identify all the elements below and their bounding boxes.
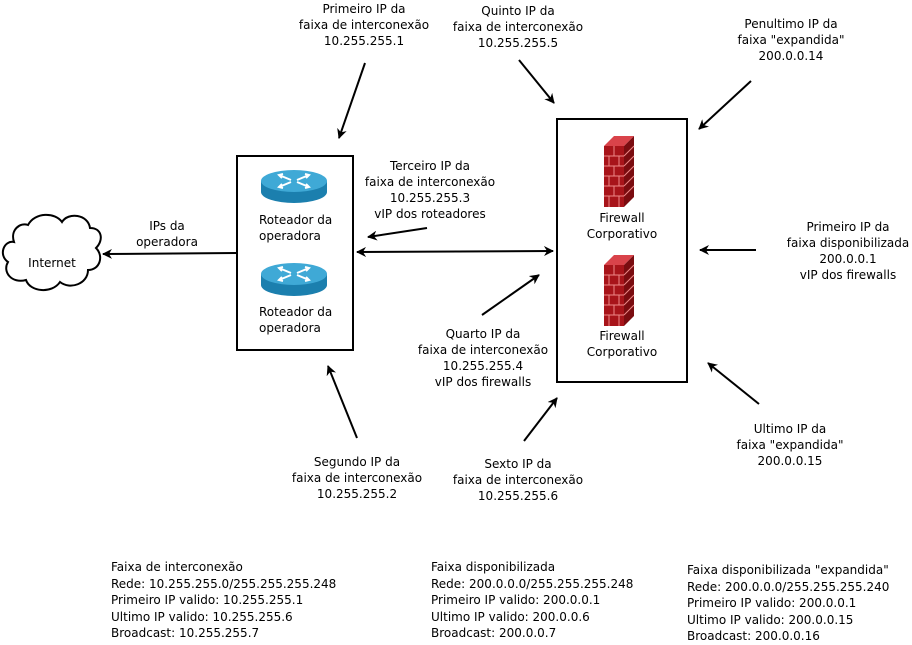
- arrow-primeiro-interconexao: [337, 62, 366, 139]
- annotation-penultimo-expandida: Penultimo IP da faixa "expandida" 200.0.…: [737, 17, 845, 63]
- firewall-label: Firewall Corporativo: [586, 211, 658, 241]
- annotation-segundo-interconexao: Segundo IP da faixa de interconexão 10.2…: [291, 455, 423, 501]
- router-label: Roteador da operadora: [259, 305, 333, 335]
- link-routers-to-internet: [102, 248, 238, 259]
- firewall-label: Firewall Corporativo: [586, 329, 658, 359]
- range-summary-disponibilizada: Faixa disponibilizada Rede: 200.0.0.0/25…: [431, 560, 634, 640]
- arrow-sexto-interconexao: [523, 397, 558, 442]
- annotation-quarto-interconexao: Quarto IP da faixa de interconexão 10.25…: [417, 327, 549, 389]
- annotation-quinto-interconexao: Quinto IP da faixa de interconexão 10.25…: [452, 4, 584, 50]
- router-icon: [261, 263, 327, 296]
- arrow-quinto-interconexao: [518, 59, 555, 104]
- arrow-terceiro-interconexao: [367, 227, 428, 241]
- router-icon: [261, 170, 327, 203]
- range-summary-interconexao: Faixa de interconexão Rede: 10.255.255.0…: [111, 560, 337, 640]
- firewall-icon: [604, 255, 635, 326]
- annotation-primeiro-interconexao: Primeiro IP da faixa de interconexão 10.…: [298, 2, 430, 48]
- arrow-segundo-interconexao: [326, 365, 358, 439]
- internet-link-label: IPs da operadora: [136, 219, 198, 249]
- firewall-icon: [604, 136, 635, 207]
- router-label: Roteador da operadora: [259, 213, 333, 243]
- arrow-penultimo-expandida: [698, 80, 752, 130]
- annotation-terceiro-interconexao: Terceiro IP da faixa de interconexão 10.…: [364, 159, 496, 221]
- arrow-quarto-interconexao: [481, 274, 540, 316]
- link-routers-firewalls: [356, 246, 554, 257]
- internet-cloud-icon: [1, 213, 102, 291]
- annotation-ultimo-expandida: Ultimo IP da faixa "expandida" 200.0.0.1…: [736, 422, 844, 468]
- internet-label: Internet: [28, 256, 76, 270]
- annotation-primeiro-disponibilizada: Primeiro IP da faixa disponibilizada 200…: [786, 220, 910, 282]
- range-summary-expandida: Faixa disponibilizada "expandida" Rede: …: [687, 563, 890, 643]
- arrow-ultimo-expandida: [707, 362, 760, 405]
- annotation-sexto-interconexao: Sexto IP da faixa de interconexão 10.255…: [452, 457, 584, 503]
